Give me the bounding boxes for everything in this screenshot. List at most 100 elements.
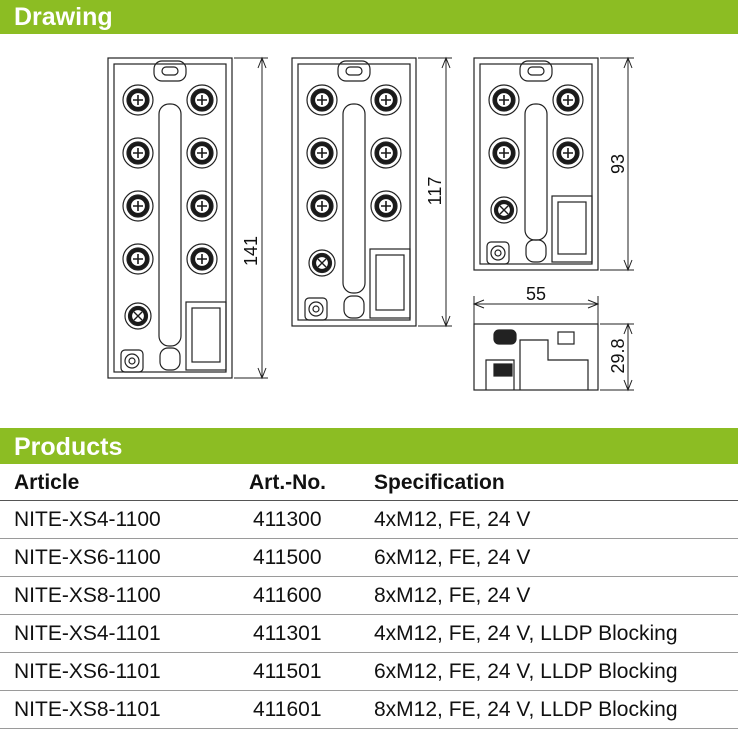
fe-connector — [490, 196, 518, 224]
mounting-slot — [161, 66, 179, 76]
m12-connector — [306, 84, 338, 116]
products-table: Article Art.-No. Specification NITE-XS4-… — [0, 464, 738, 729]
screw-center — [312, 305, 320, 313]
art-no-cell: 411301 — [253, 622, 322, 645]
connector-cross — [197, 148, 207, 158]
specification-cell: 6xM12, FE, 24 V — [374, 546, 531, 569]
fe-connector — [124, 302, 152, 330]
article-cell: NITE-XS4-1100 — [14, 508, 161, 531]
drawing-section-header: Drawing — [0, 0, 738, 34]
m12-connector — [186, 84, 218, 116]
specification-cell: 8xM12, FE, 24 V — [374, 584, 531, 607]
m12-connector — [186, 137, 218, 169]
table-header-row: Article Art.-No. Specification — [0, 464, 738, 501]
connector-cross — [499, 95, 509, 105]
art-no-cell: 411601 — [253, 698, 322, 721]
connector-cross — [381, 148, 391, 158]
column-header-specification: Specification — [374, 471, 505, 494]
art-no-cell: 411300 — [253, 508, 322, 531]
m12-connector — [488, 84, 520, 116]
connector-ring — [552, 84, 584, 116]
screw-head — [124, 353, 140, 369]
dim-line-141 — [234, 56, 268, 380]
cable-clamp — [185, 301, 227, 371]
fe-ring — [308, 249, 336, 277]
mounting-tab — [337, 60, 371, 82]
housing-outline — [107, 57, 233, 379]
connector-ring — [122, 84, 154, 116]
m12-connector — [122, 137, 154, 169]
article-cell: NITE-XS4-1101 — [14, 622, 161, 645]
connector-ring — [306, 84, 338, 116]
cable-clamp-inner — [191, 307, 221, 363]
table-row: NITE-XS4-1100 411300 4xM12, FE, 24 V — [0, 501, 738, 539]
screw-frame — [486, 241, 510, 265]
cable-clamp-inner — [557, 201, 587, 255]
side-port-block — [493, 363, 513, 377]
connector-cross — [381, 95, 391, 105]
bottom-tab — [525, 239, 547, 263]
cable-clamp — [369, 248, 411, 319]
connector-ring — [186, 190, 218, 222]
connector-ring — [370, 84, 402, 116]
table-row: NITE-XS6-1101 411501 6xM12, FE, 24 V, LL… — [0, 653, 738, 691]
article-cell: NITE-XS8-1100 — [14, 584, 161, 607]
screw-center — [494, 249, 502, 257]
dim-label-117: 117 — [425, 177, 445, 206]
mounting-tab — [153, 60, 187, 82]
connector-ring — [488, 137, 520, 169]
m12-connector — [488, 137, 520, 169]
side-profile — [485, 339, 589, 390]
connector-cross — [133, 148, 143, 158]
screw-frame — [304, 297, 328, 321]
article-cell: NITE-XS6-1100 — [14, 546, 161, 569]
module-8-port — [107, 57, 233, 379]
table-row: NITE-XS6-1100 411500 6xM12, FE, 24 V — [0, 539, 738, 577]
connector-cross — [133, 201, 143, 211]
m12-connector — [370, 137, 402, 169]
dim-label-29-8: 29.8 — [608, 338, 628, 373]
specification-cell: 4xM12, FE, 24 V — [374, 508, 531, 531]
m12-connector — [186, 190, 218, 222]
table-row: NITE-XS8-1101 411601 8xM12, FE, 24 V, LL… — [0, 691, 738, 729]
connector-cross — [133, 254, 143, 264]
mounting-slot — [345, 66, 363, 76]
dim-label-55: 55 — [526, 284, 546, 304]
specification-cell: 4xM12, FE, 24 V, LLDP Blocking — [374, 622, 678, 645]
dim-label-93: 93 — [608, 154, 628, 174]
fe-cross — [317, 258, 327, 268]
dim-line-117 — [418, 56, 452, 328]
m12-connector — [122, 243, 154, 275]
specification-cell: 6xM12, FE, 24 V, LLDP Blocking — [374, 660, 678, 683]
connector-ring — [370, 190, 402, 222]
connector-ring — [306, 190, 338, 222]
connector-cross — [563, 148, 573, 158]
article-cell: NITE-XS8-1101 — [14, 698, 161, 721]
connector-cross — [381, 201, 391, 211]
bottom-tab — [343, 295, 365, 319]
art-no-cell: 411600 — [253, 584, 322, 607]
m12-connector — [122, 84, 154, 116]
side-connector — [493, 329, 517, 345]
ground-screw — [120, 349, 144, 373]
connector-ring — [370, 137, 402, 169]
m12-connector — [306, 190, 338, 222]
housing-outline — [291, 57, 417, 327]
connector-ring — [122, 243, 154, 275]
center-rail — [158, 103, 182, 347]
cable-clamp-inner — [375, 254, 405, 311]
side-latch — [557, 331, 575, 345]
connector-ring — [186, 84, 218, 116]
art-no-cell: 411501 — [253, 660, 322, 683]
screw-head — [308, 301, 324, 317]
connector-ring — [488, 84, 520, 116]
art-no-cell: 411500 — [253, 546, 322, 569]
center-rail — [342, 103, 366, 294]
m12-connector — [552, 137, 584, 169]
screw-frame — [120, 349, 144, 373]
connector-cross — [133, 95, 143, 105]
screw-head — [490, 245, 506, 261]
m12-connector — [306, 137, 338, 169]
fe-ring — [124, 302, 152, 330]
technical-drawing: 141 117 93 55 29.8 — [0, 34, 738, 428]
